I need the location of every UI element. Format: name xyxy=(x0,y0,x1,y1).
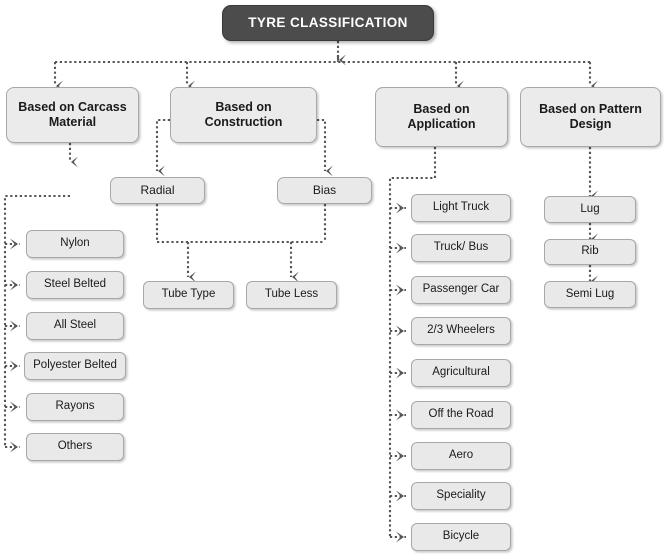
leaf-label-truck-bus: Truck/ Bus xyxy=(433,241,489,254)
leaf-label-tube-type: Tube Type xyxy=(161,288,216,301)
leaf-label-tube-less: Tube Less xyxy=(264,288,319,301)
leaf-node-others[interactable]: Others xyxy=(26,433,124,461)
leaf-label-passenger-car: Passenger Car xyxy=(422,283,500,296)
leaf-label-rib: Rib xyxy=(581,245,599,258)
mid-node-radial[interactable]: Radial xyxy=(110,177,205,204)
leaf-label-rayons: Rayons xyxy=(55,400,95,413)
mid-label-bias: Bias xyxy=(312,183,337,198)
leaf-node-aero[interactable]: Aero xyxy=(411,442,511,470)
category-node-application[interactable]: Based on Application xyxy=(375,87,508,147)
leaf-label-lug: Lug xyxy=(580,202,600,215)
leaf-label-all-steel: All Steel xyxy=(53,319,97,332)
category-label-pattern-design: Based on Pattern Design xyxy=(539,102,642,131)
leaf-node-tube-less[interactable]: Tube Less xyxy=(246,281,337,309)
leaf-node-steel-belted[interactable]: Steel Belted xyxy=(26,271,124,299)
leaf-node-semi-lug[interactable]: Semi Lug xyxy=(544,281,636,308)
leaf-node-off-the-road[interactable]: Off the Road xyxy=(411,401,511,429)
leaf-node-tube-type[interactable]: Tube Type xyxy=(143,281,234,309)
leaf-label-others: Others xyxy=(57,440,93,453)
leaf-node-polyester-belted[interactable]: Polyester Belted xyxy=(24,352,126,380)
leaf-label-aero: Aero xyxy=(448,449,474,462)
leaf-label-steel-belted: Steel Belted xyxy=(43,278,106,291)
category-node-carcass-material[interactable]: Based on Carcass Material xyxy=(6,87,139,143)
category-node-construction[interactable]: Based on Construction xyxy=(170,87,317,143)
leaf-label-nylon: Nylon xyxy=(60,237,90,250)
mid-label-radial: Radial xyxy=(140,183,175,198)
leaf-node-speciality[interactable]: Speciality xyxy=(411,482,511,510)
leaf-label-speciality: Speciality xyxy=(436,489,486,502)
leaf-label-agricultural: Agricultural xyxy=(432,366,490,379)
leaf-node-rayons[interactable]: Rayons xyxy=(26,393,124,421)
leaf-node-agricultural[interactable]: Agricultural xyxy=(411,359,511,387)
category-label-application: Based on Application xyxy=(407,102,476,131)
leaf-node-all-steel[interactable]: All Steel xyxy=(26,312,124,340)
leaf-label-polyester-belted: Polyester Belted xyxy=(33,359,117,372)
leaf-node-bicycle[interactable]: Bicycle xyxy=(411,523,511,551)
leaf-label-light-truck: Light Truck xyxy=(432,201,490,214)
leaf-label-semi-lug: Semi Lug xyxy=(565,287,615,300)
leaf-node-passenger-car[interactable]: Passenger Car xyxy=(411,276,511,304)
category-label-carcass-material: Based on Carcass Material xyxy=(18,100,127,129)
leaf-node-2-3-wheelers[interactable]: 2/3 Wheelers xyxy=(411,317,511,345)
leaf-label-off-the-road: Off the Road xyxy=(428,408,494,421)
root-node-label: TYRE CLASSIFICATION xyxy=(248,15,408,31)
leaf-node-light-truck[interactable]: Light Truck xyxy=(411,194,511,222)
root-node-tyre-classification[interactable]: TYRE CLASSIFICATION xyxy=(222,5,434,41)
leaf-label-bicycle: Bicycle xyxy=(442,530,480,543)
leaf-node-nylon[interactable]: Nylon xyxy=(26,230,124,258)
mid-node-bias[interactable]: Bias xyxy=(277,177,372,204)
category-node-pattern-design[interactable]: Based on Pattern Design xyxy=(520,87,661,147)
category-label-construction: Based on Construction xyxy=(204,100,283,129)
leaf-node-truck-bus[interactable]: Truck/ Bus xyxy=(411,234,511,262)
leaf-label-2-3-wheelers: 2/3 Wheelers xyxy=(427,324,495,337)
leaf-node-rib[interactable]: Rib xyxy=(544,239,636,265)
leaf-node-lug[interactable]: Lug xyxy=(544,196,636,223)
